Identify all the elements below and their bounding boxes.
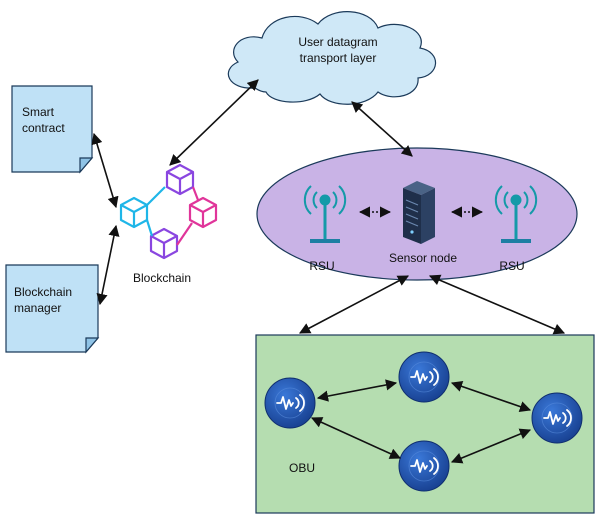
antenna-tower-icon bbox=[303, 185, 347, 243]
blockchain-manager-line2: manager bbox=[14, 301, 61, 315]
block-cube-top bbox=[165, 163, 195, 196]
note-fold bbox=[85, 337, 100, 354]
blockchain-manager-note: Blockchain manager bbox=[5, 264, 100, 354]
note-fold bbox=[79, 157, 94, 174]
server-tower-icon bbox=[403, 181, 435, 244]
obu-node-1 bbox=[264, 377, 316, 429]
smart-contract-line1: Smart bbox=[22, 105, 55, 119]
block-link bbox=[191, 186, 200, 201]
blockchain-cubes-icon bbox=[119, 163, 218, 260]
cloud-label-line1: User datagram bbox=[298, 35, 377, 49]
obu-panel: OBU bbox=[255, 334, 595, 514]
rsu-left-label: RSU bbox=[309, 259, 334, 273]
arrow-obu2-obu3 bbox=[450, 381, 532, 412]
arrow-manager-blockchain bbox=[96, 224, 120, 306]
wireless-signal-icon bbox=[410, 457, 439, 475]
arrow-obu1-obu4 bbox=[310, 417, 402, 459]
blockchain-manager-line1: Blockchain bbox=[14, 285, 72, 299]
cloud-shape bbox=[227, 11, 437, 105]
smart-contract-note: Smart contract bbox=[11, 85, 94, 174]
obu-label: OBU bbox=[289, 461, 315, 475]
arrow-cloud-blockchain bbox=[169, 79, 259, 166]
arrow-cloud-sensor bbox=[351, 101, 413, 157]
sensor-cluster: RSU RSU Sensor node bbox=[256, 147, 578, 281]
block-cube-left bbox=[119, 196, 149, 229]
arrow-smartcontract-blockchain bbox=[91, 132, 119, 209]
sensor-node-label: Sensor node bbox=[389, 251, 457, 265]
blockchain-label: Blockchain bbox=[133, 271, 191, 285]
cloud-label-line2: transport layer bbox=[300, 51, 377, 65]
wireless-signal-icon bbox=[543, 409, 572, 427]
arrow-sensor-obu-left bbox=[299, 275, 409, 334]
cloud-transport-layer: User datagram transport layer bbox=[227, 11, 437, 105]
block-link bbox=[146, 186, 166, 206]
rsu-right-label: RSU bbox=[499, 259, 524, 273]
wireless-signal-icon bbox=[410, 368, 439, 386]
block-cube-bottom bbox=[149, 227, 179, 260]
arrow-obu1-obu2 bbox=[316, 379, 398, 402]
block-cube-right bbox=[188, 196, 218, 229]
obu-node-3 bbox=[531, 392, 583, 444]
smart-contract-line2: contract bbox=[22, 121, 65, 135]
block-link bbox=[176, 222, 193, 246]
arrow-sensor-obu-right bbox=[428, 274, 566, 335]
antenna-tower-icon bbox=[494, 185, 538, 243]
arrow-obu4-obu3 bbox=[450, 428, 532, 464]
obu-node-2 bbox=[398, 351, 450, 403]
wireless-signal-icon bbox=[276, 394, 305, 412]
block-link bbox=[145, 219, 154, 237]
obu-node-4 bbox=[398, 440, 450, 492]
